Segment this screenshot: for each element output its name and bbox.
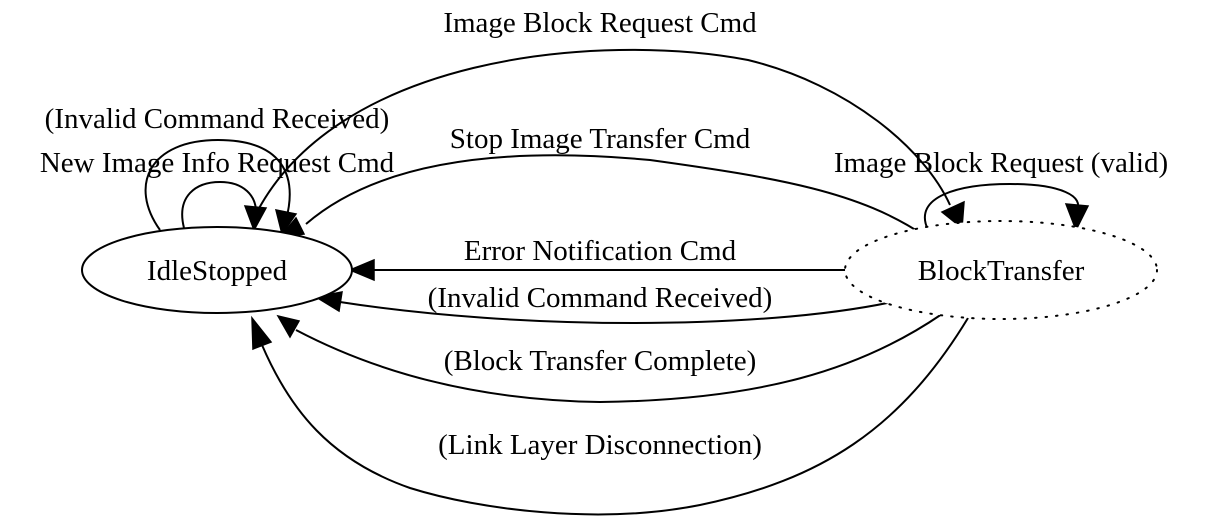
edge-transfer-complete xyxy=(276,313,943,404)
node-block-transfer-label: BlockTransfer xyxy=(918,255,1085,287)
edge-block-self xyxy=(924,182,1090,232)
label-block-self: Image Block Request (valid) xyxy=(834,147,1168,179)
edge-idle-self-inner xyxy=(181,180,268,232)
label-idle-self-outer: (Invalid Command Received) xyxy=(45,103,390,135)
edge-error-notification xyxy=(348,258,848,282)
node-block-transfer: BlockTransfer xyxy=(844,220,1158,320)
label-error-notification: Error Notification Cmd xyxy=(464,235,737,267)
node-idle-stopped-label: IdleStopped xyxy=(147,255,288,287)
label-invalid-command: (Invalid Command Received) xyxy=(428,282,773,314)
edge-idle-to-block xyxy=(251,48,965,230)
label-transfer-complete: (Block Transfer Complete) xyxy=(444,345,757,377)
label-idle-to-block: Image Block Request Cmd xyxy=(443,7,757,39)
node-idle-stopped: IdleStopped xyxy=(81,226,353,314)
edge-idle-self-outer xyxy=(144,138,298,236)
label-stop-transfer: Stop Image Transfer Cmd xyxy=(450,123,751,155)
label-idle-self-inner: New Image Info Request Cmd xyxy=(40,147,395,179)
edge-link-disconnect xyxy=(251,315,969,516)
label-link-disconnect: (Link Layer Disconnection) xyxy=(438,429,762,461)
